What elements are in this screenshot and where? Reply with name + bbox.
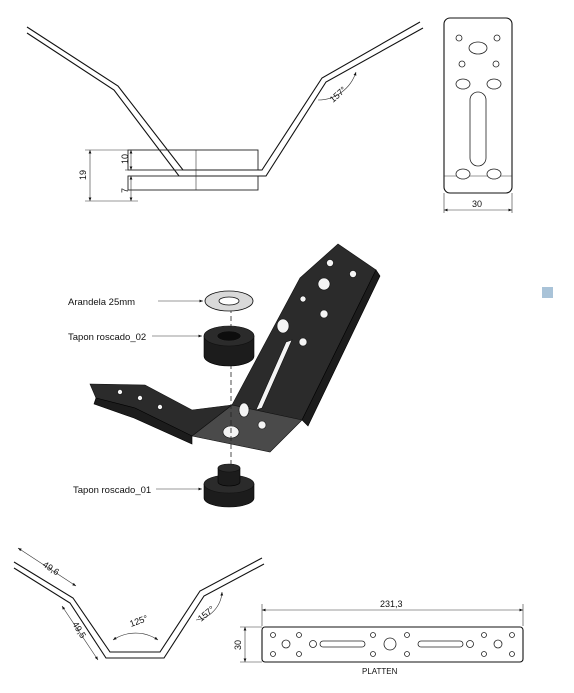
arm-hole-7 bbox=[298, 337, 308, 347]
flat-hole bbox=[509, 632, 515, 638]
lower-plug-label: Tapon roscado_01 bbox=[73, 485, 151, 496]
flat-plate-view: 231,3 30 PLATTEN bbox=[233, 599, 524, 676]
flat-hole bbox=[509, 651, 515, 657]
flat-hole bbox=[281, 639, 291, 649]
base-hole-right bbox=[257, 420, 267, 430]
arm-hole-1 bbox=[326, 259, 334, 267]
flat-hole bbox=[493, 639, 503, 649]
flat-hole bbox=[270, 632, 276, 638]
profile-inner bbox=[13, 563, 265, 659]
left-arm-hole-1 bbox=[117, 389, 123, 395]
top-hole-pair-left bbox=[455, 78, 471, 90]
exploded-view: Arandela 25mm Tapon roscado_02 Tapon ros… bbox=[68, 243, 381, 508]
profile-outer bbox=[13, 557, 263, 653]
top-hole-bottom-right bbox=[486, 168, 502, 180]
top-dim-30: 30 bbox=[472, 199, 482, 209]
flat-plate-outline bbox=[261, 626, 524, 663]
front-angle-arc bbox=[317, 71, 357, 101]
profile-dim-49-5-line bbox=[61, 605, 99, 661]
top-hole-mid-left bbox=[458, 60, 466, 68]
washer-label: Arandela 25mm bbox=[68, 297, 135, 308]
profile-dim-49-5: 49,5 bbox=[70, 620, 88, 640]
base-hole-left bbox=[238, 402, 250, 418]
front-bracket-inner bbox=[26, 27, 424, 177]
flat-hole bbox=[481, 632, 487, 638]
top-hole-large bbox=[468, 41, 488, 55]
flat-hole bbox=[466, 640, 474, 648]
front-view: 19 10 7 157° bbox=[26, 21, 424, 202]
top-hole-small-right bbox=[493, 34, 501, 42]
flat-hole bbox=[296, 632, 302, 638]
flat-hole bbox=[370, 632, 376, 638]
flat-hole bbox=[404, 632, 410, 638]
lower-plug-stud bbox=[217, 467, 241, 487]
arm-slot bbox=[255, 339, 293, 411]
top-hole-pair-right bbox=[486, 78, 502, 90]
flat-dim-30: 30 bbox=[233, 640, 243, 650]
top-hole-bottom-left bbox=[455, 168, 471, 180]
left-arm-hole-2 bbox=[137, 395, 143, 401]
bracket-left-arm-edge bbox=[93, 397, 193, 445]
arm-hole-4 bbox=[299, 295, 307, 303]
upper-plug-bore bbox=[216, 330, 242, 342]
flat-caption-fragment: PLATTEN bbox=[362, 667, 398, 676]
lower-plug-stud-top bbox=[217, 463, 241, 473]
bracket-right-arm-edge bbox=[301, 269, 381, 427]
profile-dim-49-6-line bbox=[17, 547, 77, 587]
arm-hole-6 bbox=[276, 318, 290, 334]
upper-plug-label: Tapon roscado_02 bbox=[68, 332, 146, 343]
front-plug-lower bbox=[127, 175, 259, 191]
front-dim-10: 10 bbox=[120, 154, 130, 164]
bent-profile-view: 49,6 49,5 125° 157° bbox=[13, 547, 265, 661]
washer-hole bbox=[218, 296, 240, 306]
left-arm-hole-3 bbox=[157, 404, 163, 410]
arm-hole-2 bbox=[349, 270, 357, 278]
top-plate-outline bbox=[443, 17, 513, 194]
top-slot bbox=[469, 91, 487, 167]
front-dim-19: 19 bbox=[78, 170, 88, 180]
top-view: 30 bbox=[443, 17, 513, 213]
flat-hole bbox=[404, 651, 410, 657]
flat-slot-right bbox=[417, 640, 464, 648]
flat-hole bbox=[370, 651, 376, 657]
flat-hole bbox=[383, 637, 397, 651]
flat-hole bbox=[270, 651, 276, 657]
front-angle-157: 157° bbox=[328, 84, 349, 104]
flat-hole bbox=[309, 640, 317, 648]
front-plug-upper bbox=[127, 149, 259, 171]
front-dim-7: 7 bbox=[120, 188, 130, 193]
top-hole-mid-right bbox=[492, 60, 500, 68]
side-marker-square bbox=[542, 287, 553, 298]
profile-angle-125: 125° bbox=[128, 613, 149, 629]
flat-dim-231-3: 231,3 bbox=[380, 599, 403, 609]
top-hole-small-left bbox=[455, 34, 463, 42]
arm-hole-5 bbox=[319, 309, 329, 319]
profile-angle-125-arc bbox=[112, 632, 159, 641]
profile-angle-157-arc bbox=[195, 591, 224, 621]
front-bracket-outer bbox=[26, 21, 421, 171]
flat-hole bbox=[296, 651, 302, 657]
arm-hole-3 bbox=[317, 277, 331, 291]
flat-hole bbox=[481, 651, 487, 657]
profile-angle-157: 157° bbox=[196, 604, 217, 624]
flat-slot-left bbox=[319, 640, 366, 648]
